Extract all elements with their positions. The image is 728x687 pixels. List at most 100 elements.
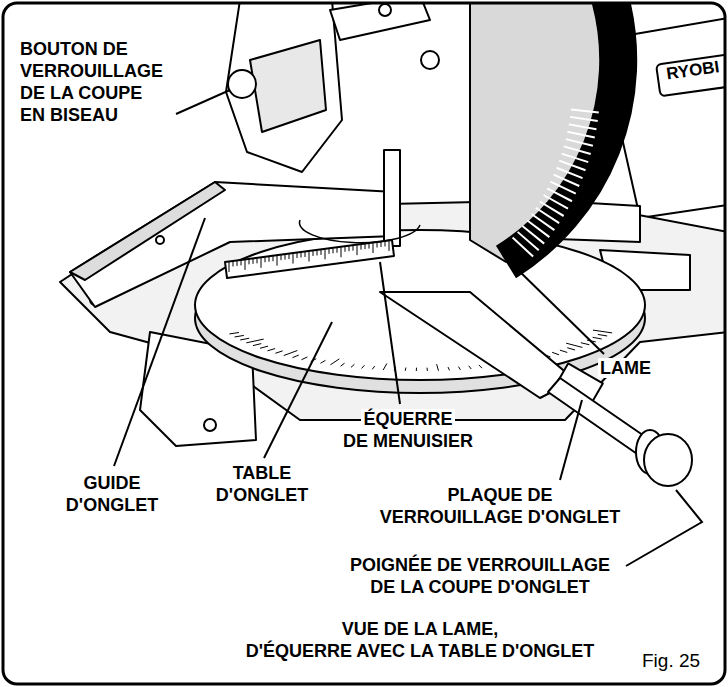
scale-tick (372, 366, 374, 369)
blade-guard (470, 4, 618, 262)
text-run: D'ONGLET (214, 485, 310, 505)
text-run: BOUTON DE (18, 39, 130, 59)
leader-line (380, 262, 400, 404)
ruler-tick (293, 254, 294, 264)
lock-handle-rod (548, 378, 650, 456)
text-line: LAME (598, 357, 678, 379)
text-line: ÉQUERRE (318, 408, 498, 430)
part-label: POIGNÉE DE VERROUILLAGE DE LA COUPE D'ON… (320, 554, 640, 598)
leader-line (176, 90, 230, 114)
text-line: POIGNÉE DE VERROUILLAGE (320, 554, 640, 576)
ruler-tick (305, 252, 306, 257)
ruler-tick (385, 241, 386, 246)
text-line: VERROUILLAGE (18, 60, 198, 82)
ruler-tick (261, 258, 262, 268)
text-run: DE LA COUPE (18, 83, 144, 103)
ruler-tick (373, 243, 374, 253)
ruler-tick (317, 250, 318, 255)
ruler-tick (309, 251, 310, 261)
ruler-tick (341, 247, 342, 257)
scale-tick (598, 334, 607, 336)
scale-tick (341, 363, 345, 366)
ruler-tick (241, 260, 242, 265)
text-line: EN BISEAU (18, 104, 198, 126)
text-line: D'ÉQUERRE AVEC LA TABLE D'ONGLET (210, 640, 630, 662)
table-arm (380, 292, 575, 398)
lock-knob (644, 434, 692, 486)
text-run: Fig. 25 (640, 650, 702, 671)
ruler-tick (365, 244, 366, 249)
ruler-ticks (229, 241, 389, 272)
ruler-tick (389, 241, 390, 251)
scale-tick (240, 338, 249, 340)
ruler-tick (337, 248, 338, 253)
scale-tick (405, 368, 407, 371)
text-line: D'ONGLET (42, 494, 182, 516)
leader-line (264, 322, 332, 458)
text-run: D'ÉQUERRE AVEC LA TABLE D'ONGLET (244, 641, 597, 661)
scale-tick (229, 332, 239, 333)
ruler-tick (357, 245, 358, 255)
table-slot (300, 220, 420, 243)
ruler-tick (269, 257, 270, 262)
part-label: BOUTON DE VERROUILLAGE DE LA COUPE EN BI… (18, 38, 198, 126)
scale-tick (260, 346, 268, 348)
text-line: PLAQUE DE (350, 484, 650, 506)
text-line: TABLE (192, 462, 332, 484)
leader-line (626, 490, 702, 566)
scale-tick (593, 337, 602, 339)
scale-tick (552, 352, 559, 354)
leader-line (114, 218, 205, 466)
square-blade (384, 150, 400, 246)
ruler-tick (345, 247, 346, 252)
part-label: ÉQUERRE DE MENUISIER (318, 408, 498, 452)
scale-tick (566, 343, 582, 347)
text-line: DE MENUISIER (318, 430, 498, 452)
mount-hole (204, 419, 216, 431)
text-run: GUIDE (81, 473, 142, 493)
scale-tick (330, 359, 339, 365)
leader-line (560, 400, 582, 480)
part-label: TABLE D'ONGLET (192, 462, 332, 506)
ruler-tick (289, 254, 290, 259)
ruler-tick (245, 260, 246, 270)
scale-tick (235, 335, 244, 337)
text-line: D'ONGLET (192, 484, 332, 506)
scale-tick (351, 364, 354, 367)
scale-tick (301, 357, 307, 360)
scale-tick (275, 351, 282, 353)
ruler-tick (369, 244, 370, 249)
text-line: VERROUILLAGE D'ONGLET (350, 506, 650, 528)
part-label: PLAQUE DE VERROUILLAGE D'ONGLET (350, 484, 650, 528)
text-run: ÉQUERRE (361, 409, 454, 429)
text-run: EN BISEAU (18, 105, 120, 125)
ruler-tick (329, 249, 330, 254)
figure-caption: VUE DE LA LAME, D'ÉQUERRE AVEC LA TABLE … (210, 618, 630, 662)
fence-top (70, 182, 225, 280)
ruler-tick (297, 253, 298, 258)
leader-lines (114, 90, 702, 566)
figure-frame (3, 3, 725, 684)
text-line: Fig. 25 (640, 650, 720, 672)
text-run: DE MENUISIER (341, 431, 475, 451)
ruler-tick (253, 259, 254, 264)
fence-left (70, 182, 395, 307)
arbor-bolt (421, 51, 439, 69)
text-line: BOUTON DE (18, 38, 198, 60)
text-run: D'ONGLET (64, 495, 160, 515)
logo-plate (656, 53, 724, 96)
scale-tick (416, 368, 417, 371)
blade-hatch (520, 110, 585, 250)
ruler-tick (349, 246, 350, 251)
scale-tick (458, 367, 460, 370)
scale-tick (593, 330, 612, 333)
scale-tick (581, 343, 589, 345)
scale-tick (292, 355, 298, 358)
ruler-tick (277, 256, 278, 266)
leader-line (514, 266, 604, 354)
ruler-tick (273, 256, 274, 261)
fence-hole (156, 236, 164, 244)
ruler-tick (361, 245, 362, 250)
ruler-tick (333, 248, 334, 253)
